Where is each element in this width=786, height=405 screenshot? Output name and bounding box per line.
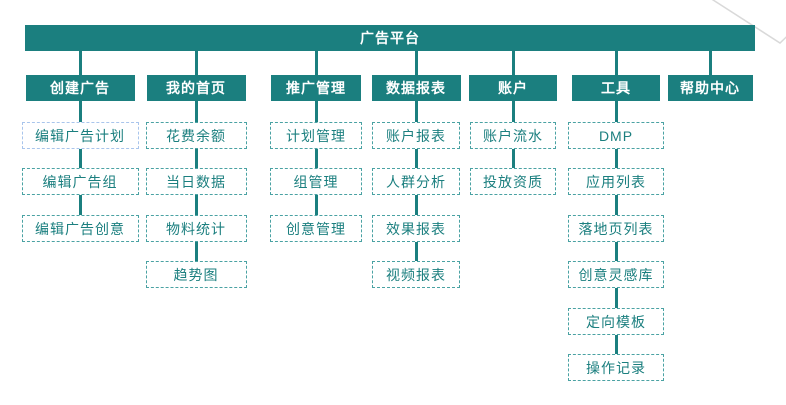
leaf-node-my-homepage-2: 物料统计 (145, 215, 247, 242)
connector-line (194, 195, 198, 215)
leaf-node-label: 物料统计 (166, 220, 226, 237)
leaf-node-my-homepage-3: 趋势图 (145, 261, 247, 288)
leaf-node-data-reports-2: 效果报表 (372, 215, 460, 242)
leaf-node-create-ads-2: 编辑广告创意 (21, 215, 139, 242)
leaf-node-label: 人群分析 (386, 173, 446, 190)
leaf-node-tools-3: 创意灵感库 (568, 261, 664, 288)
connector-line (194, 149, 198, 168)
category-node-promotion-management: 推广管理 (271, 75, 361, 101)
category-node-help-center: 帮助中心 (667, 75, 753, 101)
connector-line (194, 242, 198, 261)
leaf-node-promotion-management-0: 计划管理 (270, 122, 362, 149)
category-node-label: 帮助中心 (680, 80, 740, 96)
leaf-node-create-ads-0: 编辑广告计划 (21, 122, 139, 149)
leaf-node-tools-4: 定向模板 (568, 308, 664, 335)
connector-line (614, 51, 618, 75)
connector-line (194, 101, 198, 122)
connector-line (511, 51, 515, 75)
category-node-label: 账户 (498, 80, 528, 96)
connector-line (414, 195, 418, 215)
leaf-node-tools-2: 落地页列表 (568, 215, 664, 242)
connector-line (614, 149, 618, 168)
leaf-node-tools-1: 应用列表 (568, 168, 664, 195)
category-node-label: 我的首页 (166, 80, 226, 96)
corner-fold-decoration (711, 0, 786, 44)
leaf-node-promotion-management-2: 创意管理 (270, 215, 362, 242)
connector-line (314, 149, 318, 168)
leaf-node-label: 编辑广告创意 (35, 220, 125, 237)
leaf-node-label: 账户报表 (386, 127, 446, 144)
leaf-node-data-reports-1: 人群分析 (372, 168, 460, 195)
connector-line (314, 101, 318, 122)
leaf-node-label: 花费余额 (166, 127, 226, 144)
connector-line (614, 242, 618, 261)
connector-line (614, 195, 618, 215)
leaf-node-label: 定向模板 (586, 313, 646, 330)
root-node-label: 广告平台 (360, 30, 420, 46)
connector-line (414, 51, 418, 75)
connector-line (194, 51, 198, 75)
leaf-node-label: 账户流水 (483, 127, 543, 144)
connector-line (78, 149, 82, 168)
category-node-account: 账户 (469, 75, 557, 101)
leaf-node-label: 视频报表 (386, 266, 446, 283)
connector-line (78, 195, 82, 215)
leaf-node-label: 效果报表 (386, 220, 446, 237)
leaf-node-label: 编辑广告组 (42, 173, 118, 190)
connector-line (511, 149, 515, 168)
leaf-node-my-homepage-0: 花费余额 (145, 122, 247, 149)
leaf-node-label: 组管理 (293, 173, 339, 190)
connector-line (614, 335, 618, 354)
root-node: 广告平台 (25, 25, 755, 51)
leaf-node-tools-0: DMP (568, 122, 664, 149)
leaf-node-promotion-management-1: 组管理 (270, 168, 362, 195)
leaf-node-account-1: 投放资质 (470, 168, 556, 195)
category-node-label: 创建广告 (50, 80, 110, 96)
connector-line (314, 195, 318, 215)
leaf-node-label: 当日数据 (166, 173, 226, 190)
connector-line (414, 242, 418, 261)
leaf-node-my-homepage-1: 当日数据 (145, 168, 247, 195)
leaf-node-label: 创意灵感库 (578, 266, 654, 283)
connector-line (614, 101, 618, 122)
leaf-node-label: 应用列表 (586, 173, 646, 190)
leaf-node-tools-5: 操作记录 (568, 354, 664, 381)
category-node-label: 推广管理 (286, 80, 346, 96)
leaf-node-label: 计划管理 (286, 127, 346, 144)
leaf-node-label: 投放资质 (483, 173, 543, 190)
leaf-node-create-ads-1: 编辑广告组 (21, 168, 139, 195)
connector-line (708, 51, 712, 75)
connector-line (414, 149, 418, 168)
category-node-tools: 工具 (572, 75, 660, 101)
category-node-data-reports: 数据报表 (371, 75, 461, 101)
category-node-label: 数据报表 (386, 80, 446, 96)
leaf-node-label: 操作记录 (586, 359, 646, 376)
leaf-node-account-0: 账户流水 (470, 122, 556, 149)
category-node-label: 工具 (601, 80, 631, 96)
leaf-node-data-reports-0: 账户报表 (372, 122, 460, 149)
connector-line (78, 51, 82, 75)
category-node-create-ads: 创建广告 (25, 75, 135, 101)
leaf-node-label: 落地页列表 (578, 220, 654, 237)
connector-line (414, 101, 418, 122)
connector-line (314, 51, 318, 75)
category-node-my-homepage: 我的首页 (146, 75, 246, 101)
leaf-node-data-reports-3: 视频报表 (372, 261, 460, 288)
leaf-node-label: DMP (598, 127, 634, 144)
connector-line (511, 101, 515, 122)
leaf-node-label: 编辑广告计划 (35, 127, 125, 144)
connector-line (78, 101, 82, 122)
connector-line (614, 288, 618, 308)
leaf-node-label: 趋势图 (173, 266, 219, 283)
leaf-node-label: 创意管理 (286, 220, 346, 237)
